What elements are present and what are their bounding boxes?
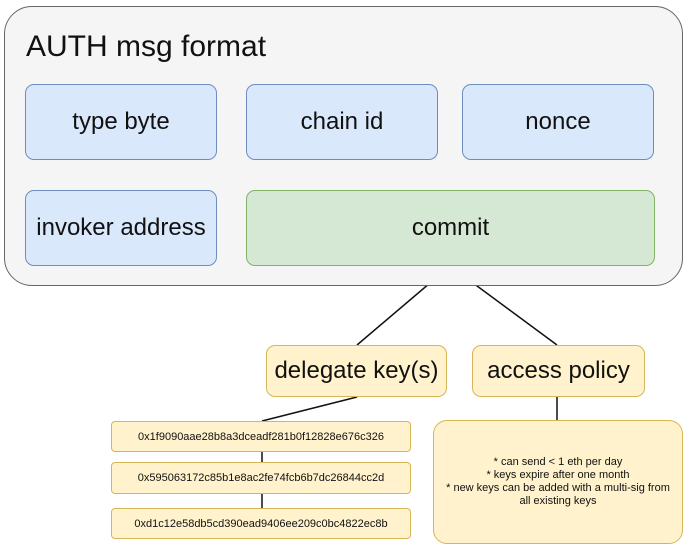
delegate-key-2: 0x595063172c85b1e8ac2fe74fcb6b7dc26844cc… xyxy=(111,462,411,494)
invoker-address-label: invoker address xyxy=(36,214,206,241)
policy-line-2: * keys expire after one month xyxy=(486,469,630,481)
nonce-field: nonce xyxy=(462,84,654,160)
nonce-label: nonce xyxy=(525,108,591,135)
delegate-key-3-text: 0xd1c12e58db5cd390ead9406ee209c0bc4822ec… xyxy=(134,517,388,530)
access-policy-box: access policy xyxy=(472,345,645,397)
delegate-to-keys-line xyxy=(261,396,358,422)
diagram-title: AUTH msg format xyxy=(26,30,267,63)
type-byte-label: type byte xyxy=(72,108,170,135)
delegate-key-1-text: 0x1f9090aae28b8a3dceadf281b0f12828e676c3… xyxy=(138,430,384,443)
delegate-key-2-text: 0x595063172c85b1e8ac2fe74fcb6b7dc26844cc… xyxy=(137,472,385,484)
delegate-key-1: 0x1f9090aae28b8a3dceadf281b0f12828e676c3… xyxy=(111,421,411,452)
commit-field: commit xyxy=(246,190,655,266)
delegate-keys-box: delegate key(s) xyxy=(266,345,447,397)
access-policy-label: access policy xyxy=(487,357,630,384)
access-policy-note: * can send < 1 eth per day * keys expire… xyxy=(433,420,683,544)
policy-line-4: all existing keys xyxy=(519,495,597,507)
commit-label: commit xyxy=(411,214,490,241)
chain-id-field: chain id xyxy=(246,84,438,160)
delegate-keys-label: delegate key(s) xyxy=(274,357,439,384)
policy-line-1: * can send < 1 eth per day xyxy=(493,456,623,468)
policy-line-3: * new keys can be added with a multi-sig… xyxy=(446,482,670,494)
chain-id-label: chain id xyxy=(300,108,384,135)
invoker-address-field: invoker address xyxy=(25,190,217,266)
delegate-key-3: 0xd1c12e58db5cd390ead9406ee209c0bc4822ec… xyxy=(111,508,411,539)
type-byte-field: type byte xyxy=(25,84,217,160)
